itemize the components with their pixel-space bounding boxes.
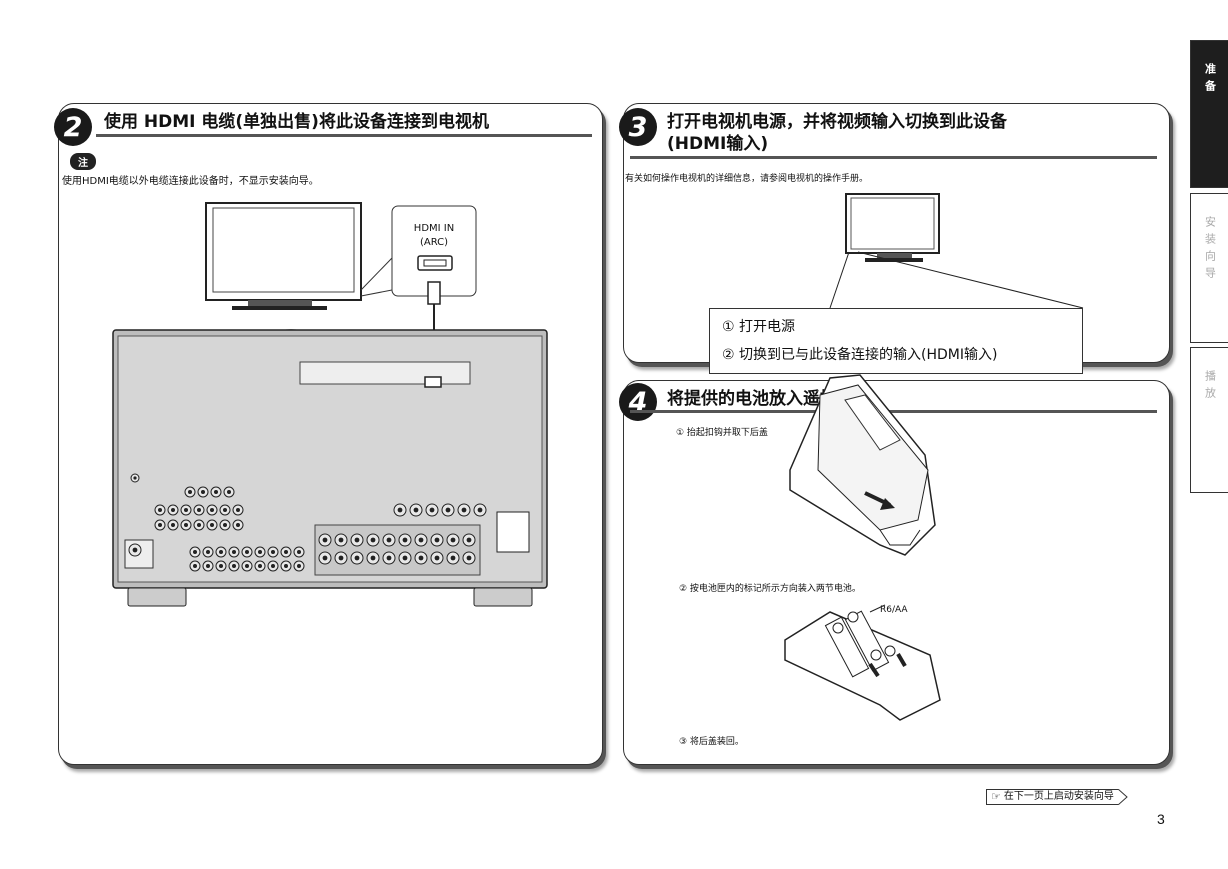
step4-instruction-2: ② 按电池匣内的标记所示方向装入两节电池。 [679,584,861,594]
step2-number-badge: 2 [54,108,92,146]
step3-callout-line1: ① 打开电源 [722,319,796,335]
step2-panel [58,103,603,765]
step4-number-badge: 4 [619,383,657,421]
tab-playback[interactable]: 播放 [1190,347,1228,493]
battery-type-label: R6/AA [880,605,908,615]
step4-title: 将提供的电池放入遥控器 [667,389,854,409]
next-page-link-text: 在下一页上启动安装向导 [1003,791,1114,802]
step2-title-rule [96,134,592,137]
step3-callout-line2: ② 切换到已与此设备连接的输入(HDMI输入) [722,347,998,363]
next-page-link[interactable]: ☞ 在下一页上启动安装向导 [986,789,1128,805]
step4-title-rule [630,410,1157,413]
step3-number-badge: 3 [619,108,657,146]
hdmi-in-label: HDMI IN (ARC) [392,222,476,250]
step3-title-line1: 打开电视机电源，并将视频输入切换到此设备 [667,112,1007,132]
note-badge: 注 [70,153,96,170]
page-number: 3 [1157,811,1165,827]
step3-title-line2: (HDMI输入) [667,134,769,154]
step4-instruction-1: ① 抬起扣钩并取下后盖 [676,428,768,438]
hdmi-in-label-line2: (ARC) [419,237,449,248]
tab-preparation[interactable]: 准备 [1190,40,1228,188]
step3-description: 有关如何操作电视机的详细信息，请参阅电视机的操作手册。 [625,174,869,184]
pointing-hand-icon: ☞ [991,790,1001,803]
step4-instruction-3: ③ 将后盖装回。 [679,737,744,747]
arrow-right-icon [1117,789,1128,805]
tab-playback-label: 播放 [1203,370,1217,404]
hdmi-in-label-line1: HDMI IN [413,223,455,234]
tab-setup-wizard[interactable]: 安装向导 [1190,193,1228,343]
step3-callout: ① 打开电源 ② 切换到已与此设备连接的输入(HDMI输入) [709,308,1083,374]
tab-preparation-label: 准备 [1203,63,1217,97]
tab-setup-wizard-label: 安装向导 [1203,216,1217,284]
step2-note-text: 使用HDMI电缆以外电缆连接此设备时，不显示安装向导。 [62,176,319,187]
next-page-link-box[interactable]: ☞ 在下一页上启动安装向导 [986,789,1118,805]
step2-title: 使用 HDMI 电缆(单独出售)将此设备连接到电视机 [104,112,489,132]
step3-title-rule [630,156,1157,159]
